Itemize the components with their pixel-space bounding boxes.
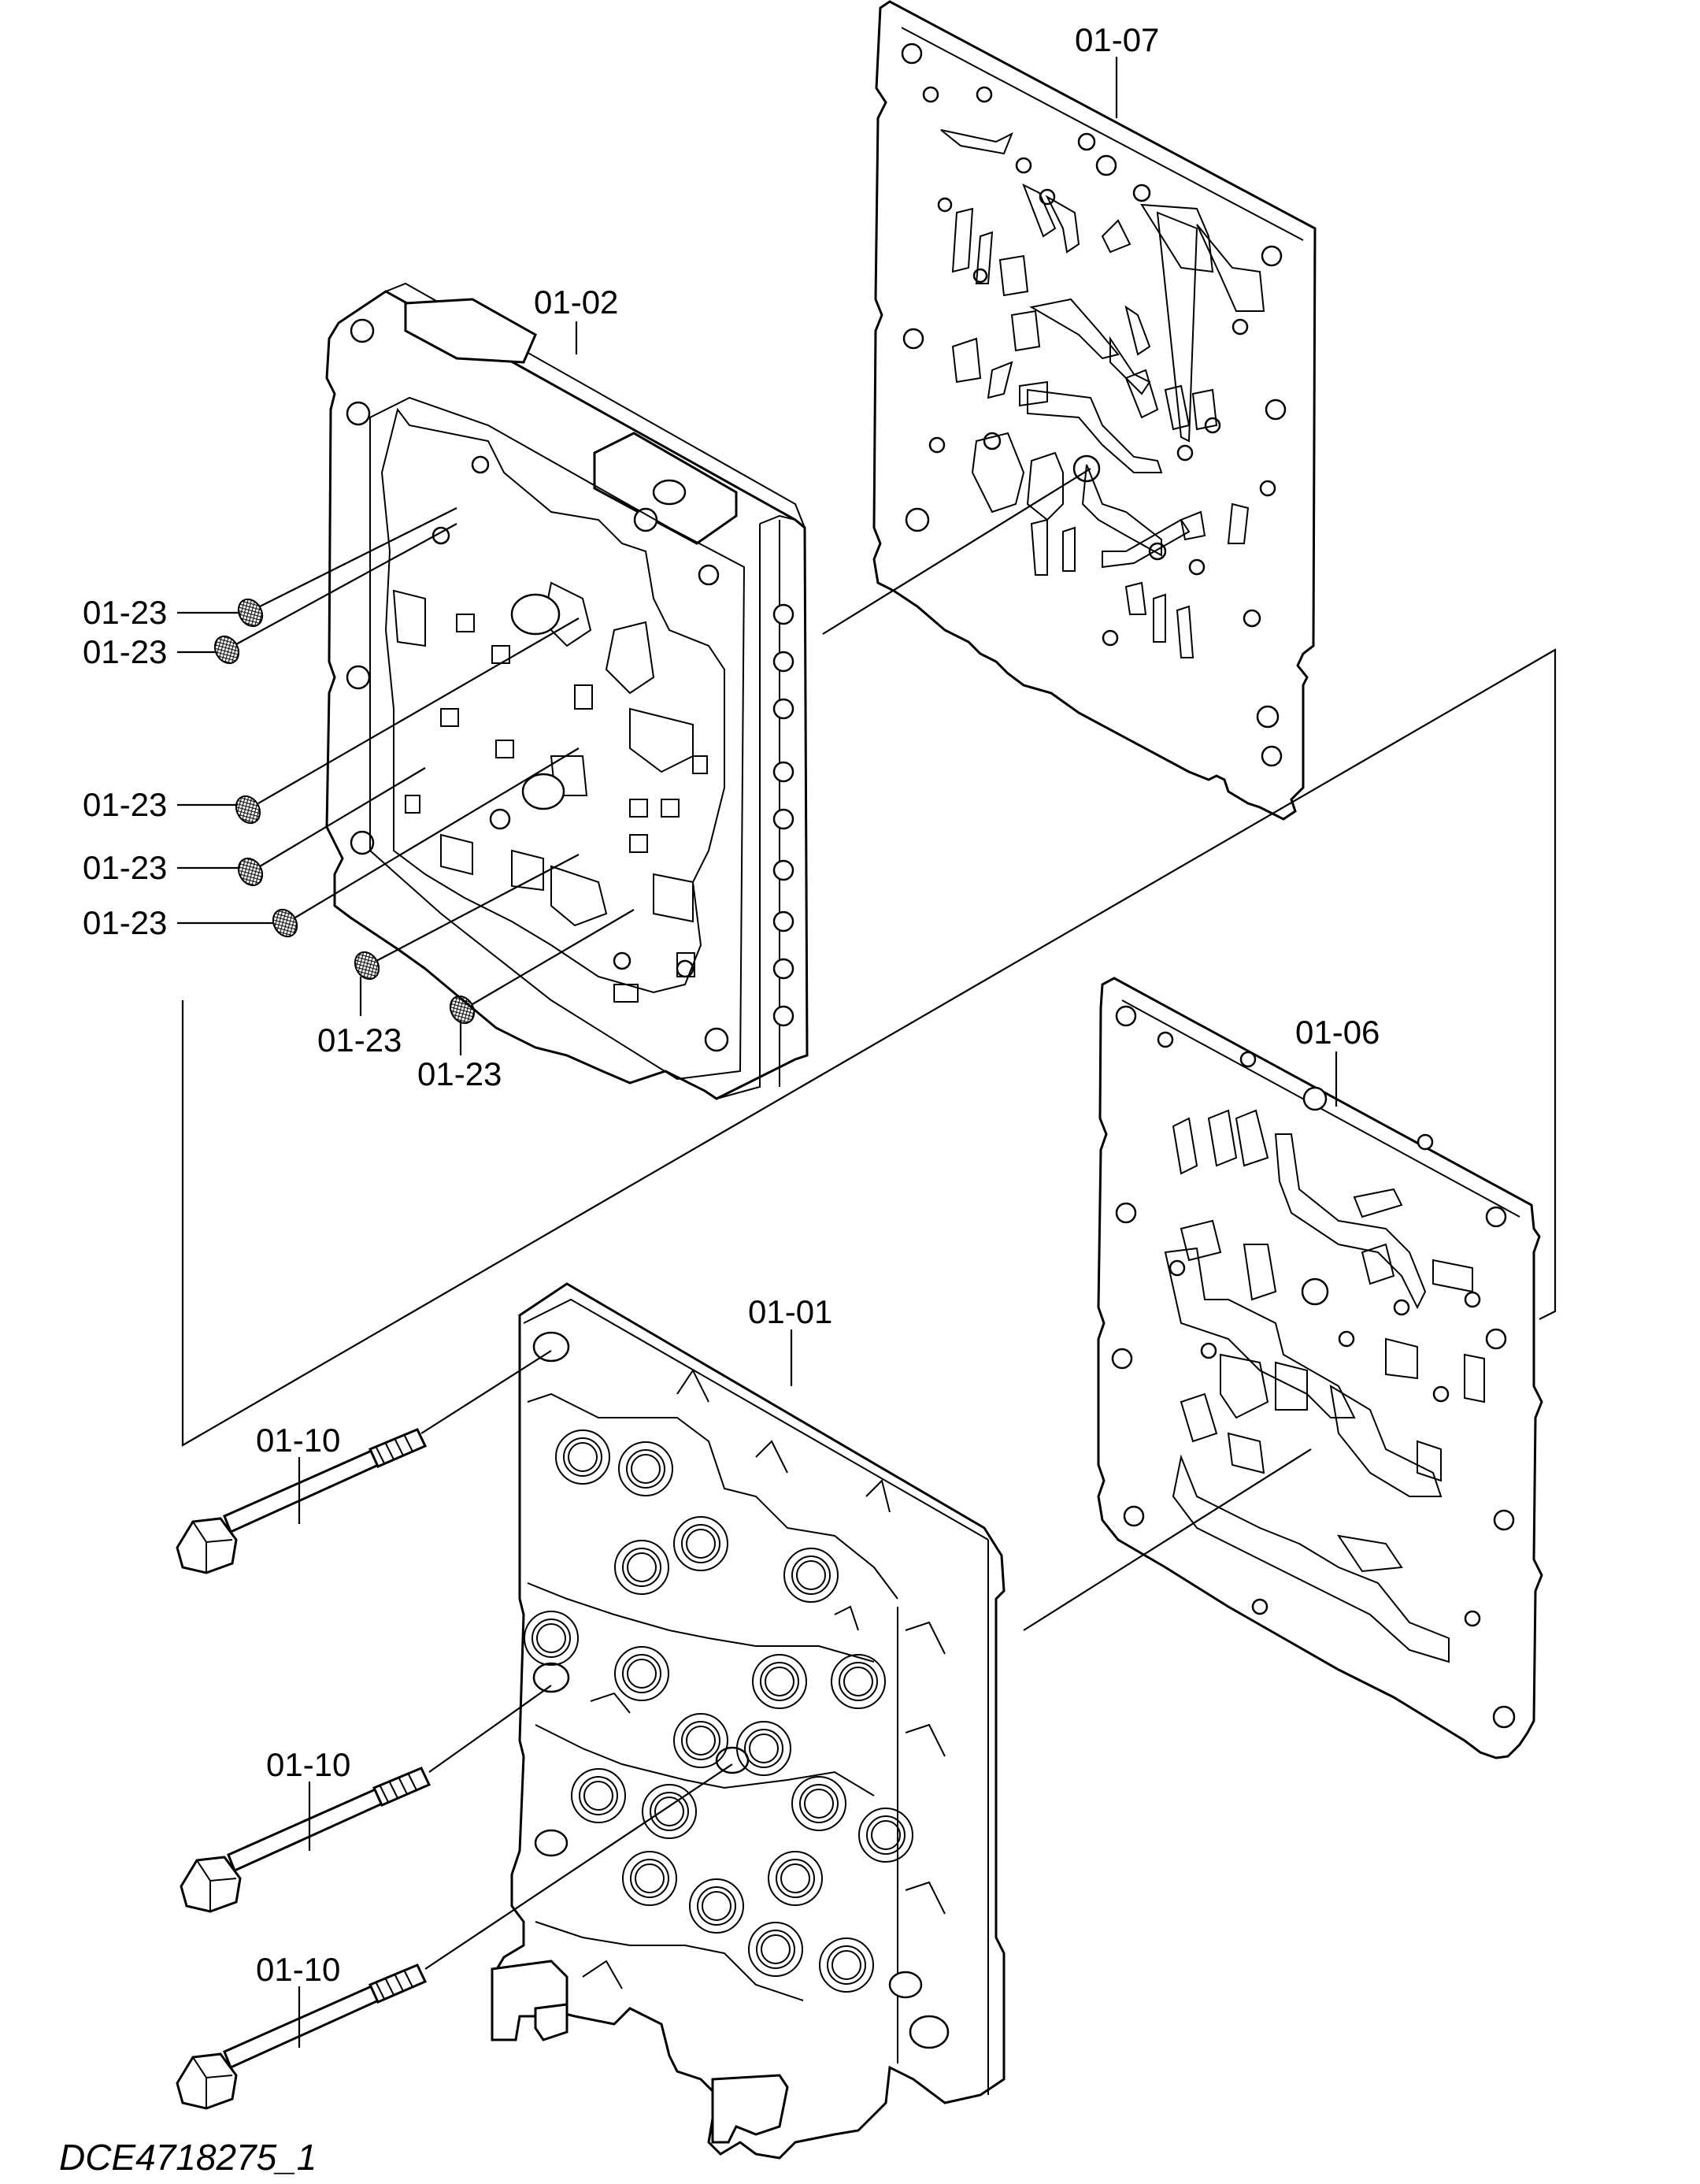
callout-strainer-5: 01-23: [83, 904, 167, 941]
callout-strainer-6: 01-23: [317, 1022, 402, 1059]
strainer-screens: [213, 598, 476, 1025]
callout-labels: 01-07 01-02 01-06 01-01 01-23 01-23 01-2…: [83, 21, 1380, 1988]
separator-plate-right: [1097, 977, 1543, 1759]
callout-lower-body: 01-01: [748, 1293, 832, 1330]
callout-upper-body: 01-02: [534, 284, 618, 321]
callout-strainer-1: 01-23: [83, 594, 167, 631]
upper-valve-body: [325, 282, 809, 1100]
assembly-lines: [181, 468, 1557, 1970]
callout-bolt-3: 01-10: [256, 1951, 340, 1988]
document-id: DCE4718275_1: [59, 2137, 317, 2178]
bolt-bottom: [176, 1963, 428, 2110]
callout-strainer-3: 01-23: [83, 786, 167, 823]
callout-strainer-4: 01-23: [83, 849, 167, 886]
callout-plate-right: 01-06: [1295, 1014, 1380, 1051]
callout-bolt-1: 01-10: [256, 1422, 340, 1459]
threaded-ports: [524, 1429, 913, 1993]
callout-strainer-7: 01-23: [417, 1055, 502, 1092]
callout-strainer-2: 01-23: [83, 633, 167, 670]
callout-bolt-2: 01-10: [266, 1746, 350, 1783]
bolt-top: [176, 1428, 428, 1574]
leader-lines: [177, 57, 1338, 2048]
separator-plate-top: [872, 0, 1317, 821]
bolt-middle: [180, 1767, 431, 1913]
lower-valve-body: [491, 1282, 1006, 2160]
callout-plate-top: 01-07: [1075, 21, 1159, 58]
